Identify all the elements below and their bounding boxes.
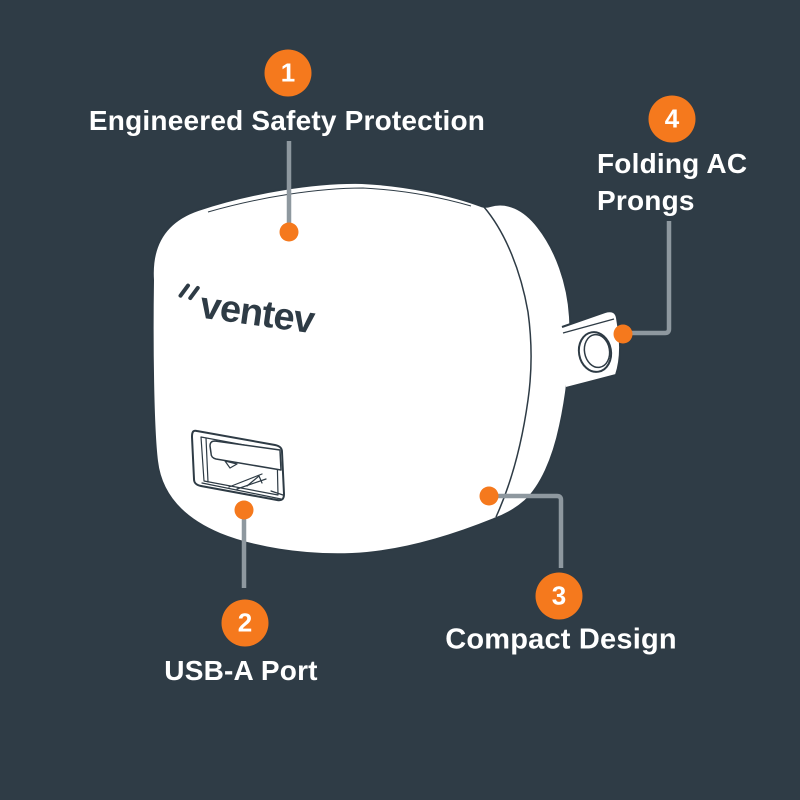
callout-1-dot (279, 222, 299, 242)
callout-1-badge: 1 (264, 49, 312, 97)
callout-3-dot (479, 486, 499, 506)
callout-3-number: 3 (551, 580, 567, 611)
charger-body-drawing (151, 181, 572, 556)
callout-2-dot (234, 500, 254, 520)
callout-2-badge: 2 (221, 599, 269, 647)
ac-prong-drawing (561, 310, 621, 389)
callout-dots (234, 222, 633, 520)
callout-4-dot (613, 324, 633, 344)
callout-3-badge: 3 (535, 572, 583, 620)
callout-1-number: 1 (280, 57, 296, 88)
callout-4-badge: 4 (648, 95, 696, 143)
callout-4-label-line1: Folding AC (597, 148, 748, 179)
callout-4-number: 4 (664, 103, 680, 134)
callout-lines (241, 141, 672, 588)
callout-4-line (632, 221, 672, 336)
callout-1-label: Engineered Safety Protection (88, 105, 486, 136)
callout-4-label-line2: Prongs (597, 185, 695, 216)
callout-3-line (496, 493, 564, 568)
callout-4-label: Folding AC Prongs (597, 145, 747, 219)
usb-a-port-drawing (191, 429, 285, 502)
callout-3-label: Compact Design (445, 623, 677, 656)
callout-2-label: USB-A Port (164, 655, 318, 686)
callout-2-number: 2 (237, 607, 253, 638)
